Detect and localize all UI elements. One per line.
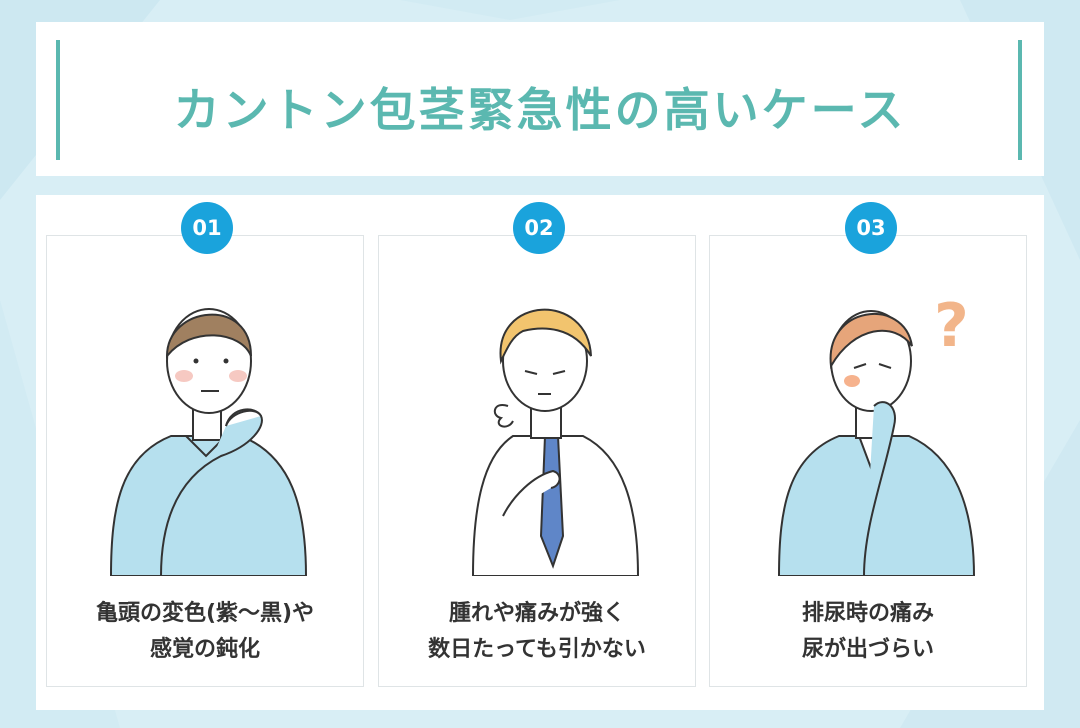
case-description-3: 排尿時の痛み 尿が出づらい — [710, 596, 1026, 668]
case-description-line-2: 尿が出づらい — [801, 637, 934, 662]
case-description-line-2: 感覚の鈍化 — [149, 637, 260, 662]
case-number-badge-1: 01 — [181, 202, 233, 254]
title-accent-bar-left — [56, 40, 60, 160]
case-description-1: 亀頭の変色(紫～黒)や 感覚の鈍化 — [47, 596, 363, 668]
case-card-2: 腫れや痛みが強く 数日たっても引かない — [378, 235, 696, 687]
man-confused-illustration: ? — [777, 291, 976, 576]
case-description-line-1: 排尿時の痛み — [801, 601, 934, 626]
case-description-2: 腫れや痛みが強く 数日たっても引かない — [379, 596, 695, 668]
case-number-badge-3: 03 — [845, 202, 897, 254]
svg-text:?: ? — [934, 291, 969, 361]
case-description-line-1: 腫れや痛みが強く — [448, 601, 625, 626]
title-accent-bar-right — [1018, 40, 1022, 160]
man-worried-illustration — [471, 308, 640, 576]
page-title: カントン包茎緊急性の高いケース — [173, 83, 907, 137]
case-description-line-1: 亀頭の変色(紫～黒)や — [95, 601, 315, 626]
case-card-3: ? 排尿時の痛み 尿が出づらい — [709, 235, 1027, 687]
title-banner: カントン包茎緊急性の高いケース — [36, 22, 1044, 176]
case-description-line-2: 数日たっても引かない — [428, 637, 646, 662]
case-card-1: 亀頭の変色(紫～黒)や 感覚の鈍化 — [46, 235, 364, 687]
case-number-badge-2: 02 — [513, 202, 565, 254]
man-thinking-illustration — [109, 308, 308, 576]
